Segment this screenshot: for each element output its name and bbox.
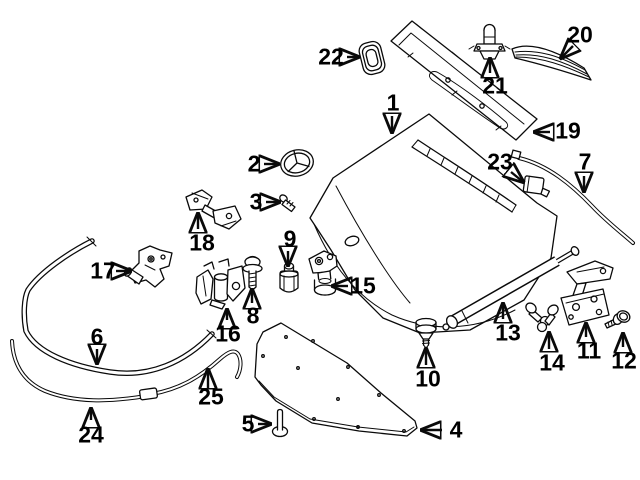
callout-7[interactable]: 7 bbox=[578, 148, 592, 175]
insulation-pad-drawing bbox=[254, 322, 418, 437]
callout-24[interactable]: 24 bbox=[78, 421, 104, 448]
callout-3[interactable]: 3 bbox=[249, 188, 263, 215]
retainer-pin-drawing bbox=[271, 408, 289, 438]
emblem-clip-drawing bbox=[279, 194, 296, 213]
callout-13[interactable]: 13 bbox=[495, 319, 521, 346]
cowl-grille-drawing bbox=[511, 45, 592, 81]
callout-25[interactable]: 25 bbox=[198, 383, 224, 410]
star-emblem-drawing bbox=[280, 149, 314, 177]
callout-11[interactable]: 11 bbox=[576, 337, 602, 364]
ball-studs-drawing bbox=[525, 302, 559, 333]
gas-strut-drawing bbox=[442, 246, 580, 331]
callout-4[interactable]: 4 bbox=[449, 416, 463, 443]
callout-8[interactable]: 8 bbox=[246, 302, 260, 329]
hood-buffer-drawing bbox=[358, 40, 386, 76]
hinge-bracket-drawing bbox=[185, 189, 242, 230]
hood-latch-drawing bbox=[195, 258, 246, 310]
retainer-clip-drawing bbox=[415, 317, 437, 349]
callout-1[interactable]: 1 bbox=[386, 89, 400, 116]
hood-panel-drawing bbox=[309, 113, 558, 334]
latch-striker-drawing bbox=[308, 250, 338, 296]
lower-front-seal-drawing bbox=[10, 339, 148, 403]
callout-18[interactable]: 18 bbox=[189, 229, 215, 256]
callout-10[interactable]: 10 bbox=[415, 365, 441, 392]
callout-12[interactable]: 12 bbox=[611, 347, 637, 374]
callout-23[interactable]: 23 bbox=[487, 148, 513, 175]
callout-20[interactable]: 20 bbox=[567, 21, 593, 48]
callout-9[interactable]: 9 bbox=[283, 225, 297, 252]
callout-5[interactable]: 5 bbox=[241, 410, 255, 437]
callout-17[interactable]: 17 bbox=[90, 257, 116, 284]
hood-bumper-drawing bbox=[279, 262, 299, 293]
side-seal-drawing bbox=[510, 149, 635, 245]
callout-21[interactable]: 21 bbox=[482, 72, 508, 99]
cowl-vent-panel-drawing bbox=[390, 20, 538, 141]
leader-arrows bbox=[91, 46, 623, 430]
front-weatherstrip-drawing bbox=[21, 236, 217, 376]
hood-hinge-drawing bbox=[560, 260, 614, 326]
front-seal-section-drawing bbox=[138, 349, 243, 401]
callout-16[interactable]: 16 bbox=[215, 320, 241, 347]
bumper-bolt-drawing bbox=[242, 255, 263, 291]
callout-14[interactable]: 14 bbox=[539, 349, 565, 376]
callout-6[interactable]: 6 bbox=[90, 323, 104, 350]
hinge-bolt-drawing bbox=[604, 310, 631, 329]
washer-nozzle-drawing bbox=[468, 23, 511, 60]
seal-clip-drawing bbox=[522, 175, 551, 198]
release-lever-drawing bbox=[123, 245, 173, 288]
callout-19[interactable]: 19 bbox=[555, 117, 581, 144]
callout-2[interactable]: 2 bbox=[247, 150, 261, 177]
callout-22[interactable]: 22 bbox=[318, 43, 344, 70]
callout-15[interactable]: 15 bbox=[350, 272, 376, 299]
